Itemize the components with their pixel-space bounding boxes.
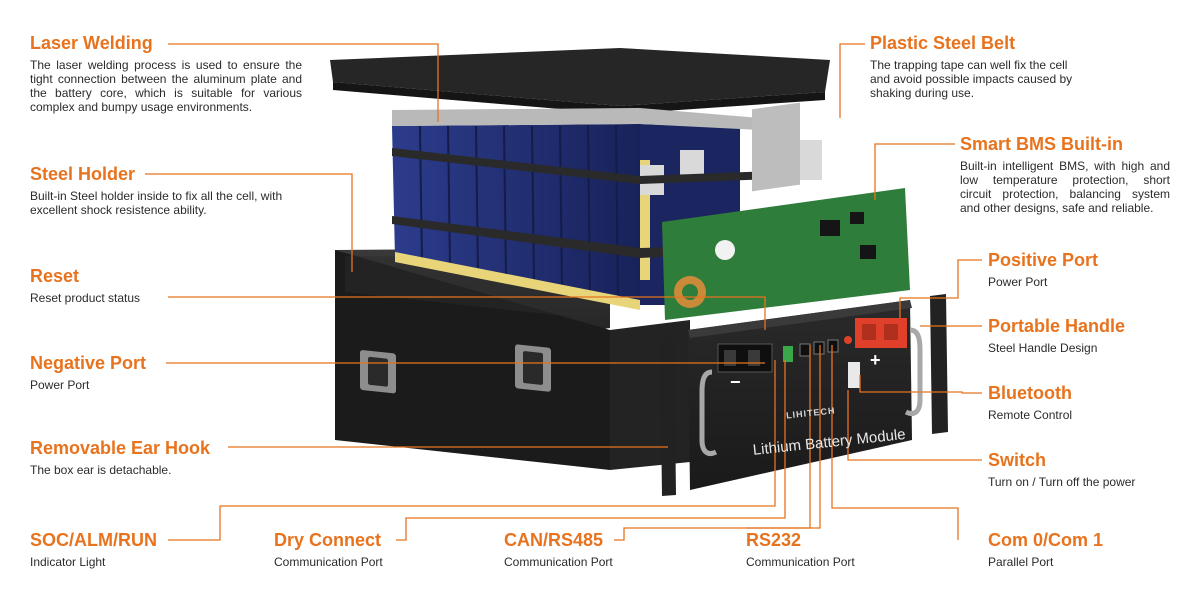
callout-description: The laser welding process is used to ens…: [30, 58, 302, 114]
callout-description: Communication Port: [746, 555, 855, 569]
callout-title: Dry Connect: [274, 530, 382, 550]
case-handle-left: [360, 350, 396, 394]
callout-title: Removable Ear Hook: [30, 438, 211, 458]
callout-description: Communication Port: [274, 555, 383, 569]
callout-description: Steel Handle Design: [988, 341, 1098, 355]
callout-title: Com 0/Com 1: [988, 530, 1104, 550]
lid: [330, 48, 830, 114]
callout-description: Turn on / Turn off the power: [988, 475, 1136, 489]
callout-switch: Switch Turn on / Turn off the power: [988, 449, 1188, 489]
plus-sign: +: [870, 350, 881, 370]
callout-com: Com 0/Com 1 Parallel Port: [988, 529, 1168, 569]
callout-description: Power Port: [30, 378, 90, 392]
minus-sign: −: [730, 372, 741, 392]
callout-title: Smart BMS Built-in: [960, 134, 1124, 154]
callout-portable-handle: Portable Handle Steel Handle Design: [988, 315, 1168, 355]
callout-rs232: RS232 Communication Port: [746, 529, 926, 569]
callout-dry-connect: Dry Connect Communication Port: [274, 529, 454, 569]
callout-laser-welding: Laser Welding The laser welding process …: [30, 32, 302, 114]
callout-description: Power Port: [988, 275, 1048, 289]
callout-description: Parallel Port: [988, 555, 1054, 569]
callout-description: The trapping tape can well fix the cell …: [870, 58, 1073, 100]
callout-smart-bms: Smart BMS Built-in Built-in intelligent …: [960, 133, 1170, 215]
ear-hooks: [660, 294, 948, 496]
callout-description: Remote Control: [988, 408, 1073, 422]
callout-soc-alm-run: SOC/ALM/RUN Indicator Light: [30, 529, 210, 569]
callout-title: RS232: [746, 530, 802, 550]
callout-title: Portable Handle: [988, 316, 1126, 336]
callout-can-rs485: CAN/RS485 Communication Port: [504, 529, 684, 569]
callout-bluetooth: Bluetooth Remote Control: [988, 382, 1168, 422]
callout-description: Built-in intelligent BMS, with high and …: [960, 159, 1170, 215]
callout-reset: Reset Reset product status: [30, 265, 230, 305]
callout-description: Indicator Light: [30, 555, 106, 569]
callout-removable-ear-hook: Removable Ear Hook The box ear is detach…: [30, 437, 250, 477]
leader-lines: [145, 43, 982, 541]
callout-description: The box ear is detachable.: [30, 463, 172, 477]
callout-negative-port: Negative Port Power Port: [30, 352, 230, 392]
case-handle-right: [515, 344, 551, 392]
battery-cells: [392, 108, 822, 310]
bms-board: [662, 102, 910, 320]
callout-description: Built-in Steel holder inside to fix all …: [30, 189, 283, 217]
callout-positive-port: Positive Port Power Port: [988, 249, 1168, 289]
callout-plastic-steel-belt: Plastic Steel Belt The trapping tape can…: [870, 32, 1078, 100]
callout-title: Reset: [30, 266, 80, 286]
callout-title: SOC/ALM/RUN: [30, 530, 157, 550]
callout-title: Steel Holder: [30, 164, 136, 184]
callout-title: Positive Port: [988, 250, 1099, 270]
callout-title: Switch: [988, 450, 1047, 470]
callout-description: Reset product status: [30, 291, 141, 305]
callout-title: Negative Port: [30, 353, 147, 373]
front-panel: [688, 300, 923, 490]
callout-title: Plastic Steel Belt: [870, 33, 1016, 53]
callout-steel-holder: Steel Holder Built-in Steel holder insid…: [30, 163, 292, 217]
callout-title: Bluetooth: [988, 383, 1072, 403]
callout-description: Communication Port: [504, 555, 613, 569]
callout-title: Laser Welding: [30, 33, 153, 53]
callout-title: CAN/RS485: [504, 530, 604, 550]
